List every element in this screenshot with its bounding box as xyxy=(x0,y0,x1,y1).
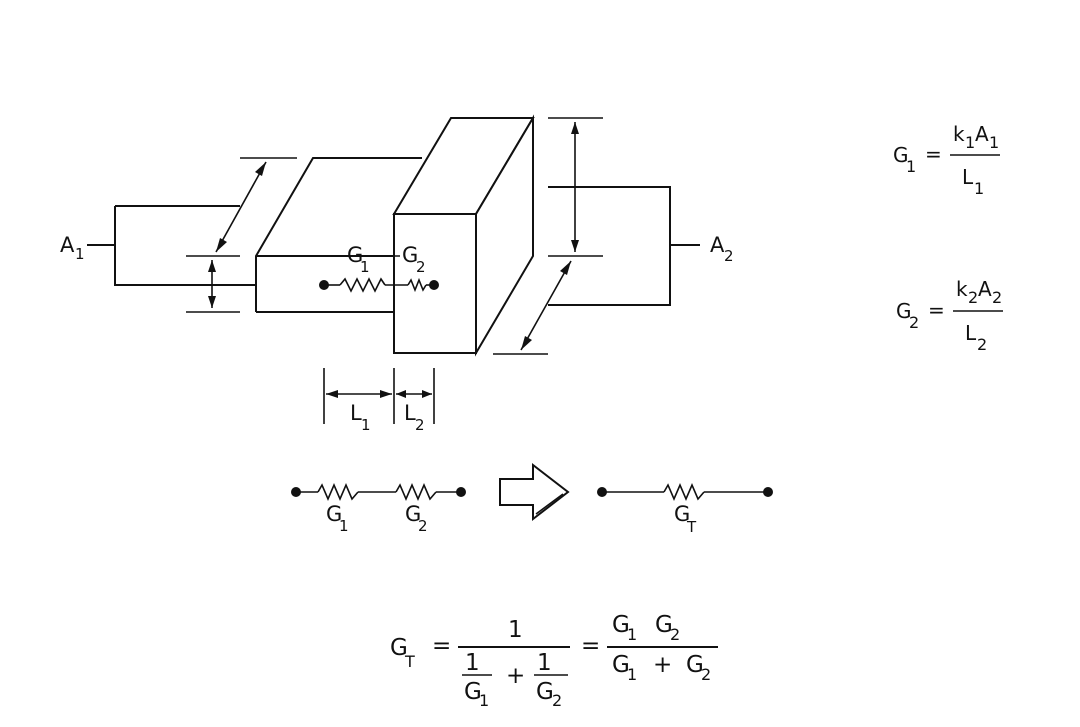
eq-gt-sum-a: G xyxy=(612,652,630,678)
eq-gt-num-one: 1 xyxy=(508,617,523,643)
eq-g2-lhs: G xyxy=(896,299,912,323)
eq-gt-equals-1: = xyxy=(432,633,451,659)
eq-gt-inv1-den-sub: 1 xyxy=(479,691,489,710)
eq-gt-sum-b-sub: 2 xyxy=(701,665,711,684)
a1-label: A xyxy=(60,233,75,257)
eq-g2-num-a: A xyxy=(978,277,992,301)
length-dimension xyxy=(323,368,435,424)
eq-gt-inv2-den: G xyxy=(536,679,554,705)
left-rod xyxy=(87,205,255,286)
g1-series-label: G xyxy=(326,502,342,526)
eq-g1-equals: = xyxy=(925,142,942,166)
l1-label-sub: 1 xyxy=(361,416,371,434)
eq-gt-sum-plus: + xyxy=(653,652,672,678)
gt-equiv-label-sub: T xyxy=(686,518,697,536)
eq-gt-prod-a-sub: 1 xyxy=(627,625,637,644)
eq-gt-lhs-sub: T xyxy=(404,652,415,671)
eq-gt-sum-b: G xyxy=(686,652,704,678)
eq-gt-inv2-den-sub: 2 xyxy=(552,691,562,710)
l2-label-sub: 2 xyxy=(415,416,425,434)
g2-series-label: G xyxy=(405,502,421,526)
eq-g2-num-k: k xyxy=(956,277,968,301)
node-left xyxy=(319,280,329,290)
g1-block-label-sub: 1 xyxy=(360,258,370,276)
a1-dimension xyxy=(186,157,297,313)
eq-g1-num-a: A xyxy=(975,122,989,146)
eq-gt-prod-b: G xyxy=(655,612,673,638)
conversion-arrow xyxy=(499,462,570,522)
a2-label-sub: 2 xyxy=(724,247,734,265)
eq-gt-sum-a-sub: 1 xyxy=(627,665,637,684)
eq-gt-lhs: G xyxy=(390,635,408,661)
eq-g1-num-k-sub: 1 xyxy=(965,133,975,152)
equation-g1: G 1 = k 1 A 1 L 1 xyxy=(893,122,1000,198)
eq-g1-den: L xyxy=(962,165,974,189)
g1-series-label-sub: 1 xyxy=(339,517,349,535)
equivalent-circuit xyxy=(597,482,773,502)
a2-dimension xyxy=(493,117,603,355)
eq-g1-lhs: G xyxy=(893,143,909,167)
eq-gt-prod-a: G xyxy=(612,612,630,638)
eq-g2-den-sub: 2 xyxy=(977,335,987,354)
eq-g1-lhs-sub: 1 xyxy=(906,157,916,176)
eq-g2-den: L xyxy=(965,321,977,345)
gt-equiv-label: G xyxy=(674,502,690,526)
a2-label: A xyxy=(710,233,725,257)
eq-g1-num-k: k xyxy=(953,122,965,146)
g2-series-label-sub: 2 xyxy=(418,517,428,535)
equation-gt: G T = 1 1 G 1 + 1 G 2 = G 1 G 2 G 1 + G … xyxy=(390,612,718,710)
eq-g1-den-sub: 1 xyxy=(974,179,984,198)
a1-label-sub: 1 xyxy=(75,245,85,263)
block-1 xyxy=(255,157,422,313)
eq-g2-equals: = xyxy=(928,298,945,322)
block-2 xyxy=(392,114,535,357)
node-right xyxy=(429,280,439,290)
eq-gt-inv1-den: G xyxy=(464,679,482,705)
eq-gt-equals-2: = xyxy=(581,633,600,659)
eq-gt-inv2-num: 1 xyxy=(537,650,552,676)
g2-block-label: G xyxy=(402,243,418,267)
eq-g2-lhs-sub: 2 xyxy=(909,313,919,332)
right-rod xyxy=(548,186,700,306)
l1-label: L xyxy=(350,401,362,425)
eq-g1-num-a-sub: 1 xyxy=(989,133,999,152)
eq-gt-inv1-num: 1 xyxy=(465,650,480,676)
eq-g2-num-k-sub: 2 xyxy=(968,288,978,307)
equation-g2: G 2 = k 2 A 2 L 2 xyxy=(896,277,1003,354)
eq-gt-plus: + xyxy=(506,663,525,689)
eq-g2-num-a-sub: 2 xyxy=(992,288,1002,307)
g2-block-label-sub: 2 xyxy=(416,258,426,276)
l2-label: L xyxy=(404,401,416,425)
g1-block-label: G xyxy=(347,243,363,267)
series-circuit xyxy=(291,482,466,502)
eq-gt-prod-b-sub: 2 xyxy=(670,625,680,644)
internal-resistors xyxy=(319,255,439,293)
